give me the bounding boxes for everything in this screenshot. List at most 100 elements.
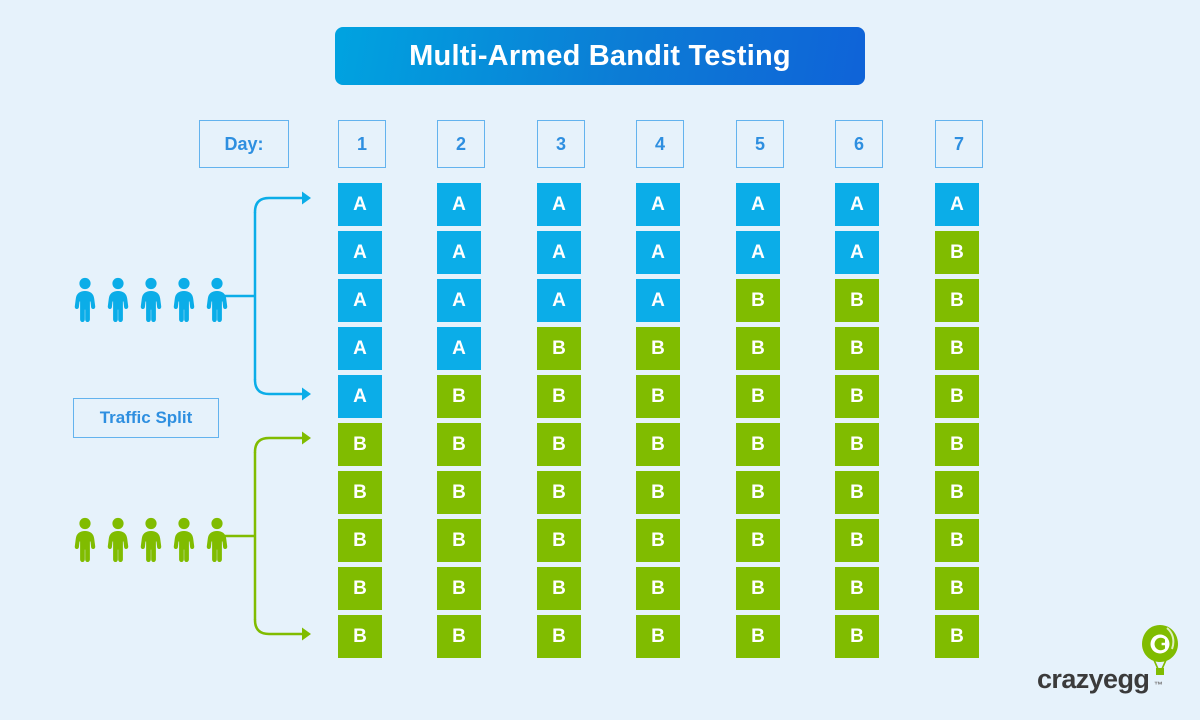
day-header-4[interactable]: 4 xyxy=(636,120,684,168)
allocation-cell-label: B xyxy=(950,337,964,359)
page-title: Multi-Armed Bandit Testing xyxy=(409,39,791,72)
allocation-cell-day7-row1[interactable]: A xyxy=(935,183,979,226)
allocation-cell-day3-row9[interactable]: B xyxy=(537,567,581,610)
allocation-cell-day6-row1[interactable]: A xyxy=(835,183,879,226)
allocation-cell-day7-row8[interactable]: B xyxy=(935,519,979,562)
allocation-cell-day2-row1[interactable]: A xyxy=(437,183,481,226)
allocation-cell-day5-row4[interactable]: B xyxy=(736,327,780,370)
balloon-c-glyph xyxy=(1154,637,1165,651)
allocation-cell-day6-row9[interactable]: B xyxy=(835,567,879,610)
allocation-cell-day2-row2[interactable]: A xyxy=(437,231,481,274)
allocation-cell-day7-row5[interactable]: B xyxy=(935,375,979,418)
allocation-cell-day5-row10[interactable]: B xyxy=(736,615,780,658)
allocation-cell-day2-row7[interactable]: B xyxy=(437,471,481,514)
allocation-cell-day1-row1[interactable]: A xyxy=(338,183,382,226)
allocation-cell-day7-row10[interactable]: B xyxy=(935,615,979,658)
allocation-cell-day4-row5[interactable]: B xyxy=(636,375,680,418)
allocation-cell-day1-row10[interactable]: B xyxy=(338,615,382,658)
day-header-1[interactable]: 1 xyxy=(338,120,386,168)
allocation-cell-day2-row4[interactable]: A xyxy=(437,327,481,370)
person-icon-variant-b xyxy=(74,517,96,562)
balloon-basket xyxy=(1156,668,1164,675)
allocation-cell-day4-row7[interactable]: B xyxy=(636,471,680,514)
allocation-cell-day6-row4[interactable]: B xyxy=(835,327,879,370)
bracket-arm-top-b xyxy=(253,436,306,454)
allocation-cell-day5-row5[interactable]: B xyxy=(736,375,780,418)
allocation-cell-day4-row2[interactable]: A xyxy=(636,231,680,274)
allocation-cell-day5-row2[interactable]: A xyxy=(736,231,780,274)
allocation-cell-day3-row4[interactable]: B xyxy=(537,327,581,370)
allocation-cell-label: B xyxy=(950,577,964,599)
day-header-3[interactable]: 3 xyxy=(537,120,585,168)
balloon-highlight xyxy=(1166,627,1175,650)
allocation-cell-day6-row8[interactable]: B xyxy=(835,519,879,562)
allocation-cell-day5-row1[interactable]: A xyxy=(736,183,780,226)
allocation-cell-day7-row6[interactable]: B xyxy=(935,423,979,466)
allocation-cell-day4-row1[interactable]: A xyxy=(636,183,680,226)
allocation-cell-day1-row5[interactable]: A xyxy=(338,375,382,418)
allocation-cell-day4-row10[interactable]: B xyxy=(636,615,680,658)
allocation-cell-day2-row10[interactable]: B xyxy=(437,615,481,658)
brand-wordmark: crazyegg xyxy=(1037,664,1150,694)
allocation-cell-day5-row6[interactable]: B xyxy=(736,423,780,466)
allocation-cell-day3-row6[interactable]: B xyxy=(537,423,581,466)
allocation-cell-day6-row6[interactable]: B xyxy=(835,423,879,466)
allocation-cell-day3-row2[interactable]: A xyxy=(537,231,581,274)
allocation-cell-day1-row3[interactable]: A xyxy=(338,279,382,322)
allocation-cell-day5-row7[interactable]: B xyxy=(736,471,780,514)
allocation-cell-label: A xyxy=(353,193,367,215)
allocation-cell-label: B xyxy=(552,385,566,407)
allocation-cell-day3-row7[interactable]: B xyxy=(537,471,581,514)
person-icon-variant-b xyxy=(140,517,162,562)
day-header-label: 4 xyxy=(654,133,665,154)
allocation-cell-day6-row3[interactable]: B xyxy=(835,279,879,322)
allocation-cell-day4-row9[interactable]: B xyxy=(636,567,680,610)
allocation-cell-day7-row4[interactable]: B xyxy=(935,327,979,370)
allocation-cell-day2-row9[interactable]: B xyxy=(437,567,481,610)
allocation-cell-day5-row9[interactable]: B xyxy=(736,567,780,610)
allocation-cell-day1-row4[interactable]: A xyxy=(338,327,382,370)
allocation-cell-day2-row6[interactable]: B xyxy=(437,423,481,466)
allocation-cell-day7-row3[interactable]: B xyxy=(935,279,979,322)
allocation-cell-day4-row6[interactable]: B xyxy=(636,423,680,466)
allocation-cell-day1-row9[interactable]: B xyxy=(338,567,382,610)
allocation-cell-day3-row1[interactable]: A xyxy=(537,183,581,226)
allocation-cell-day3-row10[interactable]: B xyxy=(537,615,581,658)
day-header-label: 7 xyxy=(953,133,964,154)
day-caption-label: Day: xyxy=(224,133,264,154)
allocation-cell-day3-row3[interactable]: A xyxy=(537,279,581,322)
allocation-cell-day4-row4[interactable]: B xyxy=(636,327,680,370)
allocation-cell-day7-row7[interactable]: B xyxy=(935,471,979,514)
allocation-cell-day5-row3[interactable]: B xyxy=(736,279,780,322)
hot-air-balloon-icon xyxy=(1142,625,1178,675)
allocation-cell-day6-row2[interactable]: A xyxy=(835,231,879,274)
allocation-cell-label: B xyxy=(651,337,665,359)
allocation-cell-day3-row8[interactable]: B xyxy=(537,519,581,562)
person-icon-variant-a xyxy=(74,277,96,322)
allocation-cell-day3-row5[interactable]: B xyxy=(537,375,581,418)
allocation-cell-day7-row9[interactable]: B xyxy=(935,567,979,610)
allocation-cell-day6-row10[interactable]: B xyxy=(835,615,879,658)
allocation-cell-day1-row8[interactable]: B xyxy=(338,519,382,562)
allocation-cell-day2-row8[interactable]: B xyxy=(437,519,481,562)
day-header-7[interactable]: 7 xyxy=(935,120,983,168)
allocation-cell-day1-row7[interactable]: B xyxy=(338,471,382,514)
allocation-cell-day4-row3[interactable]: A xyxy=(636,279,680,322)
allocation-cell-day6-row5[interactable]: B xyxy=(835,375,879,418)
day-header-2[interactable]: 2 xyxy=(437,120,485,168)
allocation-cell-day1-row2[interactable]: A xyxy=(338,231,382,274)
allocation-cell-day2-row3[interactable]: A xyxy=(437,279,481,322)
person-icon-variant-a xyxy=(173,277,195,322)
allocation-cell-label: B xyxy=(950,241,964,263)
allocation-cell-label: B xyxy=(552,625,566,647)
allocation-cell-day1-row6[interactable]: B xyxy=(338,423,382,466)
allocation-cell-label: A xyxy=(353,241,367,263)
allocation-cell-day6-row7[interactable]: B xyxy=(835,471,879,514)
bracket-arm-bottom-b xyxy=(253,618,306,636)
allocation-cell-day5-row8[interactable]: B xyxy=(736,519,780,562)
allocation-cell-day7-row2[interactable]: B xyxy=(935,231,979,274)
allocation-cell-day4-row8[interactable]: B xyxy=(636,519,680,562)
day-header-6[interactable]: 6 xyxy=(835,120,883,168)
allocation-cell-day2-row5[interactable]: B xyxy=(437,375,481,418)
day-header-5[interactable]: 5 xyxy=(736,120,784,168)
